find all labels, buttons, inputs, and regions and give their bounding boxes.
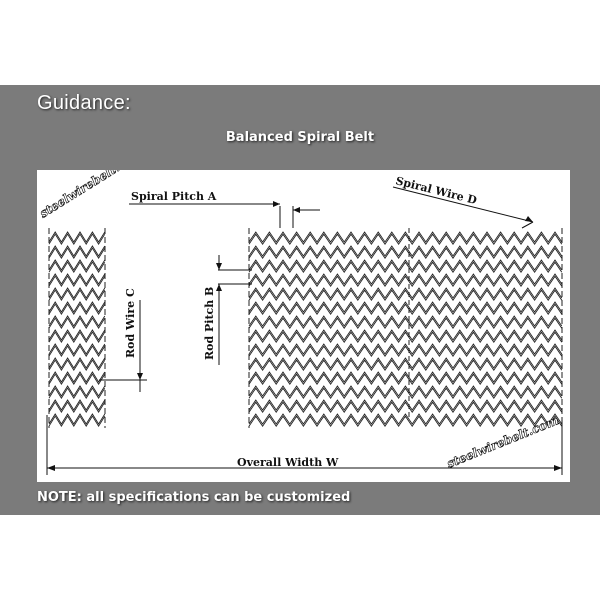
spiral-row — [48, 231, 106, 243]
spiral-row — [48, 287, 106, 299]
belt-segment-left — [48, 228, 106, 428]
arrowhead — [293, 207, 300, 213]
spiral-row — [48, 371, 106, 383]
rod-pitch-label: Rod Pitch B — [203, 287, 216, 360]
spiral-row — [248, 399, 563, 411]
arrowhead — [273, 201, 280, 207]
spiral-row — [248, 231, 563, 243]
spiral-row — [248, 259, 563, 271]
spiral-row — [48, 245, 106, 257]
spiral-row — [48, 317, 106, 330]
spiral-row — [248, 273, 563, 285]
spiral-row — [48, 373, 106, 386]
spiral-row — [48, 303, 106, 316]
spiral-row — [48, 401, 106, 414]
spiral-row — [48, 345, 106, 358]
arrowhead — [47, 465, 55, 471]
overall-width-label: Overall Width W — [237, 456, 339, 469]
spiral-row — [248, 317, 563, 330]
note-text: NOTE: all specifications can be customiz… — [37, 490, 351, 505]
spiral-row — [48, 261, 106, 274]
spiral-row — [48, 357, 106, 369]
spiral-row — [48, 385, 106, 397]
spiral-row — [248, 373, 563, 386]
spiral-row — [48, 259, 106, 271]
spiral-row — [248, 387, 563, 400]
spiral-row — [48, 289, 106, 302]
spiral-row — [248, 247, 563, 260]
watermark-top: steelwirebelt.com — [37, 170, 146, 221]
spiral-row — [248, 413, 563, 425]
spiral-row — [248, 245, 563, 257]
arrowhead — [525, 216, 533, 222]
spiral-wire-tick — [521, 221, 534, 229]
spiral-row — [48, 331, 106, 344]
spiral-row — [248, 385, 563, 397]
spiral-row — [248, 303, 563, 316]
spiral-row — [48, 301, 106, 313]
spiral-row — [48, 413, 106, 425]
spiral-row — [248, 371, 563, 383]
spiral-row — [248, 415, 563, 428]
arrowhead — [216, 284, 222, 291]
spiral-row — [248, 401, 563, 414]
dimension-arrowheads — [47, 201, 562, 471]
arrowhead — [216, 263, 222, 270]
spiral-row — [248, 275, 563, 288]
spiral-row — [248, 359, 563, 372]
spiral-row — [248, 345, 563, 358]
spiral-row — [248, 289, 563, 302]
spiral-row — [248, 233, 563, 246]
spiral-row — [248, 329, 563, 341]
belt-diagram: Spiral Pitch A Spiral Wire D Rod Wire C … — [37, 170, 570, 482]
spiral-pitch-label: Spiral Pitch A — [131, 190, 217, 203]
spiral-row — [48, 247, 106, 260]
spiral-row — [248, 315, 563, 327]
spiral-row — [248, 331, 563, 344]
arrowhead — [554, 465, 562, 471]
diagram-title: Balanced Spiral Belt — [225, 130, 375, 145]
spiral-row — [48, 329, 106, 341]
spiral-row — [48, 233, 106, 246]
spiral-row — [48, 275, 106, 288]
spiral-row — [48, 315, 106, 327]
spiral-row — [48, 399, 106, 411]
page-heading: Guidance: — [37, 92, 131, 114]
watermark-bottom: steelwirebelt.com — [445, 413, 561, 471]
spiral-row — [248, 343, 563, 355]
spiral-row — [48, 273, 106, 285]
spiral-row — [48, 387, 106, 400]
spiral-row — [48, 415, 106, 428]
spiral-row — [248, 287, 563, 299]
rod-wire-label: Rod Wire C — [124, 288, 137, 358]
spiral-row — [248, 357, 563, 369]
spiral-row — [248, 301, 563, 313]
spiral-wire-leader — [392, 186, 534, 223]
spiral-row — [48, 343, 106, 355]
spiral-row — [248, 261, 563, 274]
belt-segment-right — [248, 228, 563, 428]
arrowhead — [137, 373, 143, 380]
spiral-row — [48, 359, 106, 372]
